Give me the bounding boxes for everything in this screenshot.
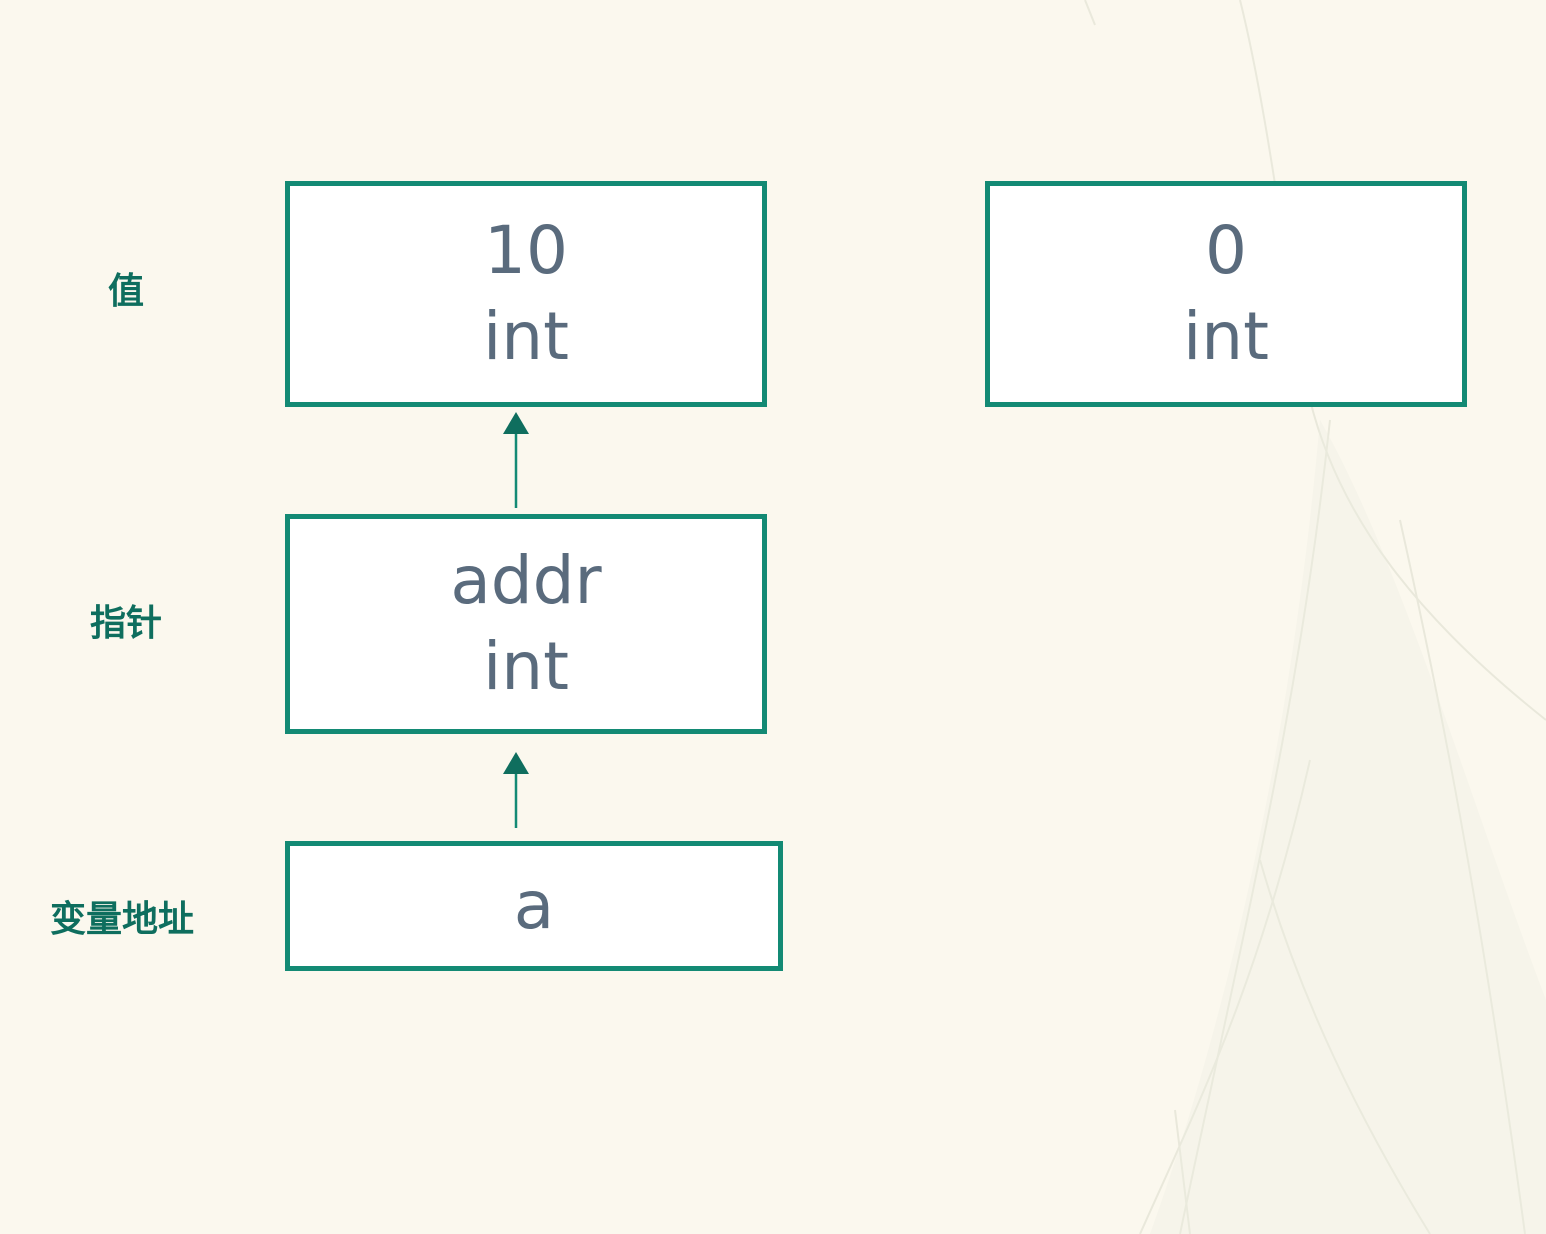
value-text: 0 — [1205, 212, 1247, 289]
value-row-label: 值 — [108, 271, 145, 312]
pointer-box: addr int — [285, 514, 767, 734]
variable-address-row-label: 变量地址 — [50, 899, 195, 940]
pointer-row-label: 指针 — [90, 603, 163, 644]
type-text: int — [482, 298, 570, 375]
variable-box: a — [285, 841, 783, 971]
pointer-value-text: addr — [450, 542, 602, 619]
value-text: 10 — [484, 212, 568, 289]
pointer-type-text: int — [482, 628, 570, 705]
value-box-10: 10 int — [285, 181, 767, 407]
type-text: int — [1182, 298, 1270, 375]
value-box-0: 0 int — [985, 181, 1467, 407]
variable-name-text: a — [513, 867, 555, 944]
